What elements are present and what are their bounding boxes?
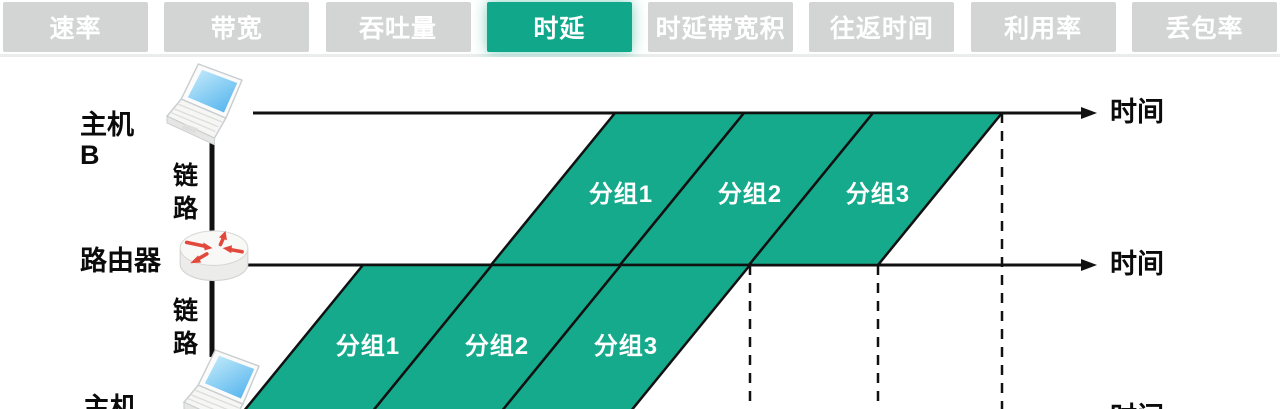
- tab-utilization[interactable]: 利用率: [970, 2, 1116, 52]
- time-label-host-b: 时间: [1110, 97, 1164, 127]
- packet-label: 分组2: [717, 181, 783, 208]
- tab-delay[interactable]: 时延: [486, 2, 632, 52]
- packet-parallelogram: [501, 263, 753, 409]
- host-a-label: 主机: [83, 393, 137, 409]
- tab-bandwidth[interactable]: 带宽: [164, 2, 310, 52]
- packet-parallelogram: [243, 263, 495, 409]
- arrowhead-icon: [1081, 107, 1097, 119]
- link-label-upper: 链路: [173, 162, 199, 223]
- router-icon: [178, 229, 250, 283]
- host-b-label-line1: 主机: [80, 110, 134, 140]
- host-b-label-line2: B: [80, 140, 100, 170]
- upper-packet-band: [488, 111, 1005, 267]
- packet-label: 分组2: [464, 333, 530, 360]
- packet-label: 分组1: [588, 181, 654, 208]
- link-label-lower: 链路: [173, 297, 199, 358]
- time-label-host-a: 时间: [1110, 402, 1164, 409]
- packet-parallelogram: [372, 263, 624, 409]
- packet-label: 分组3: [845, 181, 911, 208]
- lower-packet-band: [243, 263, 753, 409]
- tab-packet-loss-rate[interactable]: 丢包率: [1131, 2, 1277, 52]
- tab-bandwidth-delay-product[interactable]: 时延带宽积: [648, 2, 794, 52]
- packet-label: 分组3: [593, 333, 659, 360]
- metric-tab-bar: 速率 带宽 吞吐量 时延 时延带宽积 往返时间 利用率 丢包率: [0, 0, 1280, 57]
- tab-rate[interactable]: 速率: [3, 2, 148, 52]
- diagram-canvas: [166, 63, 1097, 409]
- laptop-icon: [166, 63, 243, 146]
- router-label: 路由器: [80, 246, 161, 276]
- tab-throughput[interactable]: 吞吐量: [325, 2, 471, 52]
- tab-round-trip-time[interactable]: 往返时间: [809, 2, 955, 52]
- time-label-router: 时间: [1110, 249, 1164, 279]
- arrowhead-icon: [1081, 259, 1097, 271]
- packet-label: 分组1: [335, 333, 401, 360]
- dashed-reference-lines: [748, 113, 1004, 409]
- packet-delay-diagram: 主机 B 链路 路由器 链路 主机 时间 时间 时间 分组1 分组2 分组3 分…: [0, 57, 1280, 409]
- host-b-label: 主机 B: [80, 110, 134, 170]
